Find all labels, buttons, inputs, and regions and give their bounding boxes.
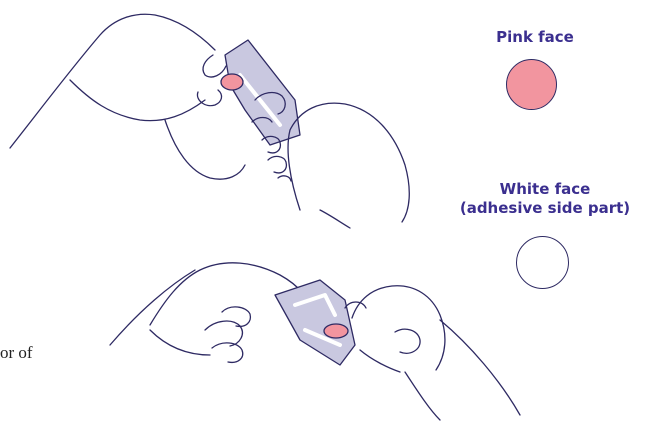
adhesive-strip-peeled: [274, 279, 356, 366]
pink-face-dot: [220, 73, 244, 91]
white-face-label-line2: (adhesive side part): [459, 199, 631, 217]
white-face-swatch: [516, 236, 569, 289]
hands-peeling-strip-icon: [109, 262, 521, 421]
pink-face-swatch: [506, 59, 557, 110]
hands-holding-strip-icon: [9, 13, 410, 229]
white-face-label: White face (adhesive side part): [440, 180, 650, 218]
adhesive-strip: [224, 39, 301, 146]
pink-face-dot-bottom: [323, 323, 349, 339]
white-face-label-line1: White face: [499, 180, 591, 198]
cut-off-body-text: or of: [0, 343, 33, 362]
pink-face-label: Pink face: [496, 28, 574, 46]
